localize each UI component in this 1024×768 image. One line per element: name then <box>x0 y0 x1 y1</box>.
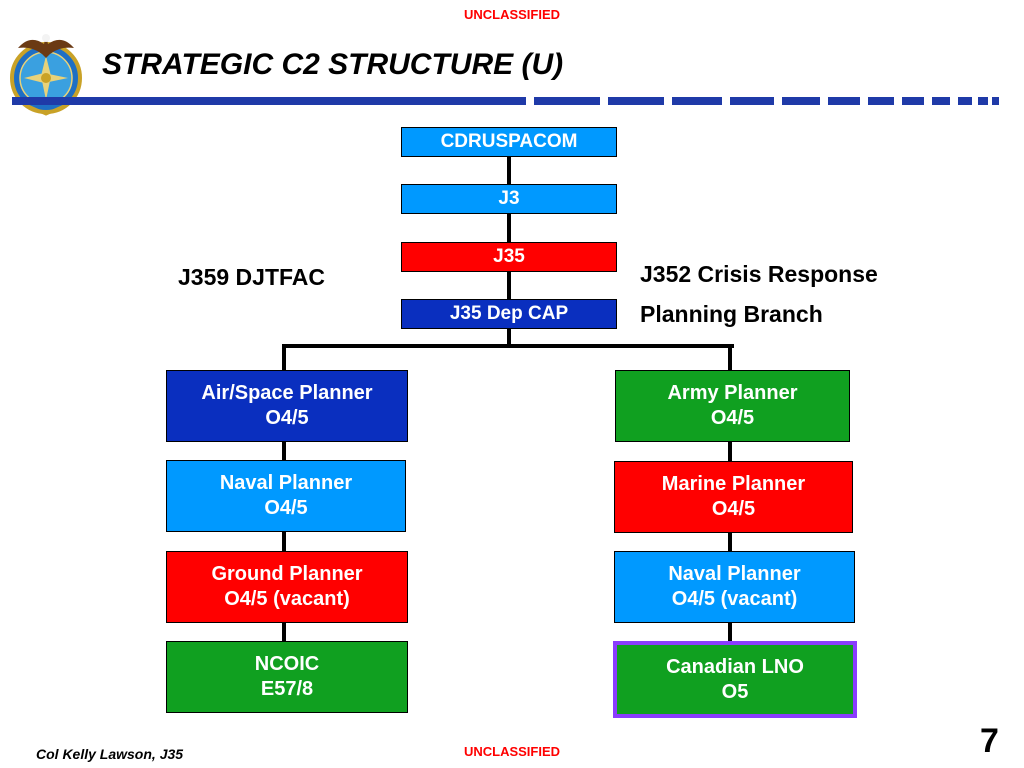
box-canadian-lno: Canadian LNO O5 <box>613 641 857 718</box>
box-naval-planner-right-grade: O4/5 (vacant) <box>671 588 798 610</box>
box-j3-label: J3 <box>498 188 520 210</box>
classification-banner-top: UNCLASSIFIED <box>463 7 561 22</box>
label-j352-line1: J352 Crisis Response <box>640 261 878 287</box>
title-bar-segment <box>608 97 664 105</box>
box-ground-planner-grade: O4/5 (vacant) <box>224 588 350 610</box>
box-marine-planner: Marine Planner O4/5 <box>614 461 853 533</box>
box-ncoic: NCOIC E57/8 <box>166 641 408 713</box>
classification-banner-bottom: UNCLASSIFIED <box>463 744 561 759</box>
box-air-space-planner-grade: O4/5 <box>265 407 309 429</box>
box-cdruspacom-label: CDRUSPACOM <box>440 131 578 153</box>
connector-horizontal-split <box>282 344 734 348</box>
title-bar-segment <box>868 97 894 105</box>
box-j35-dep-cap-label: J35 Dep CAP <box>449 303 569 325</box>
label-j359-djtfac: J359 DJTFAC <box>178 264 326 290</box>
title-bar-segment <box>902 97 924 105</box>
box-army-planner: Army Planner O4/5 <box>615 370 850 442</box>
box-ncoic-grade: E57/8 <box>260 678 314 700</box>
box-naval-planner-left: Naval Planner O4/5 <box>166 460 406 532</box>
page-title: STRATEGIC C2 STRUCTURE (U) <box>102 48 564 81</box>
box-air-space-planner: Air/Space Planner O4/5 <box>166 370 408 442</box>
connector-right-column <box>728 440 732 645</box>
box-canadian-lno-role: Canadian LNO <box>666 655 804 678</box>
box-j35-label: J35 <box>493 246 525 268</box>
box-army-planner-role: Army Planner <box>667 382 798 404</box>
box-cdruspacom: CDRUSPACOM <box>401 127 617 157</box>
box-j35: J35 <box>401 242 617 272</box>
box-army-planner-grade: O4/5 <box>710 407 755 429</box>
box-ground-planner-role: Ground Planner <box>211 563 363 585</box>
page-number: 7 <box>980 722 999 760</box>
uspacom-seal-logo <box>10 34 82 116</box>
connector-right-drop <box>728 344 732 370</box>
footer-author: Col Kelly Lawson, J35 <box>36 746 184 762</box>
box-j3: J3 <box>401 184 617 214</box>
box-ground-planner: Ground Planner O4/5 (vacant) <box>166 551 408 623</box>
connector-left-column <box>282 440 286 645</box>
box-marine-planner-grade: O4/5 <box>711 498 756 520</box>
title-bar-segment <box>672 97 722 105</box>
title-bar-segment <box>828 97 860 105</box>
box-naval-planner-right-role: Naval Planner <box>668 563 801 585</box>
box-naval-planner-left-role: Naval Planner <box>219 472 353 494</box>
title-bar-segment <box>730 97 774 105</box>
title-bar-segment <box>932 97 950 105</box>
box-air-space-planner-role: Air/Space Planner <box>201 382 373 404</box>
box-canadian-lno-grade: O5 <box>721 680 749 703</box>
box-naval-planner-left-grade: O4/5 <box>264 497 308 519</box>
box-naval-planner-right: Naval Planner O4/5 (vacant) <box>614 551 855 623</box>
title-bar-segment <box>992 97 999 105</box>
title-bar-segment <box>782 97 820 105</box>
connector-left-drop <box>282 344 286 370</box>
title-bar-segment <box>534 97 600 105</box>
box-marine-planner-role: Marine Planner <box>661 473 806 495</box>
title-underline-bar <box>12 97 526 105</box>
title-bar-segment <box>978 97 988 105</box>
box-ncoic-role: NCOIC <box>254 653 320 675</box>
label-j352-line2: Planning Branch <box>640 301 823 327</box>
box-j35-dep-cap: J35 Dep CAP <box>401 299 617 329</box>
title-bar-segment <box>958 97 972 105</box>
